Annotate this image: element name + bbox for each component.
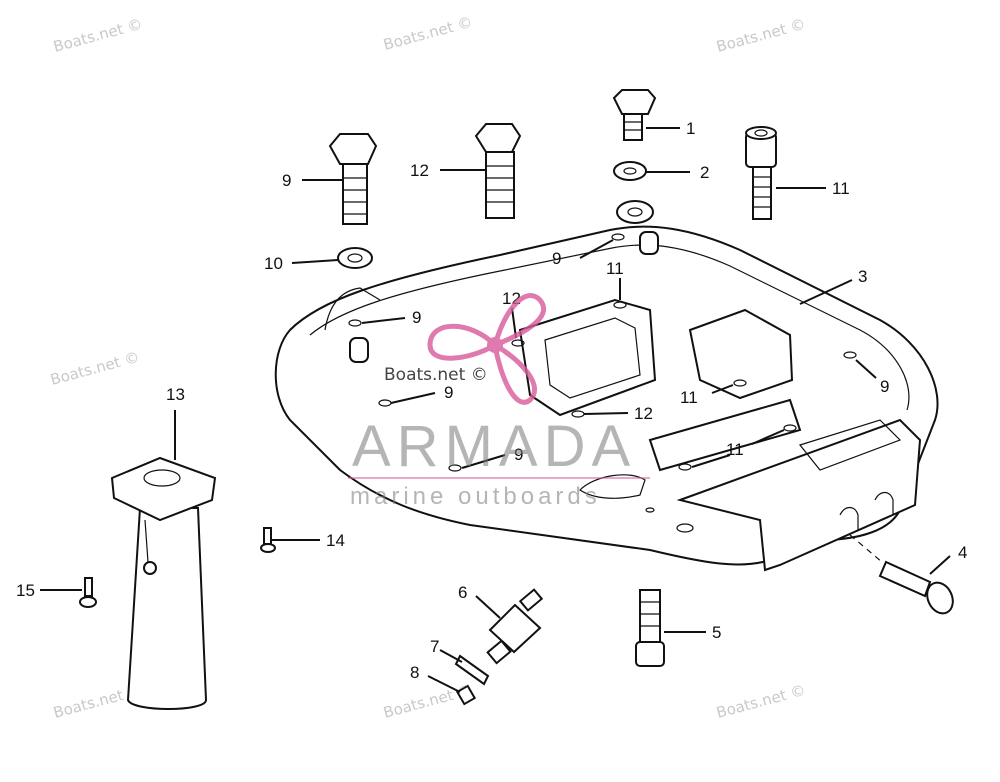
watermark-text: Boats.net © — [51, 15, 144, 56]
plate-label: 9 — [412, 308, 421, 327]
bolt-4 — [878, 560, 954, 615]
plug-8 — [455, 684, 477, 706]
washer-2 — [613, 161, 647, 181]
bolt-1 — [612, 89, 657, 141]
brand-watermark: Boats.net © ARMADA marine outboards — [348, 293, 650, 510]
screw-5 — [635, 589, 665, 667]
callout-9: 9 — [282, 171, 291, 190]
leader-lines — [40, 127, 951, 693]
watermark-text: Boats.net © — [381, 681, 474, 722]
callout-labels: 1 2 3 4 5 6 7 8 9 10 11 12 13 14 15 9 11… — [16, 119, 967, 682]
callout-13: 13 — [166, 385, 185, 404]
center-watermark-text: Boats.net © — [384, 365, 488, 385]
callout-4: 4 — [958, 543, 967, 562]
bolt-9 — [328, 133, 378, 225]
callout-15: 15 — [16, 581, 35, 600]
plate-label: 9 — [880, 377, 889, 396]
plate-label: 9 — [514, 445, 523, 464]
plate-label: 11 — [726, 440, 744, 459]
brand-tagline: marine outboards — [350, 483, 601, 510]
callout-1: 1 — [686, 119, 695, 138]
plate-label: 12 — [634, 404, 653, 423]
plate-label: 9 — [552, 249, 561, 268]
pin-7 — [454, 654, 490, 686]
callout-2: 2 — [700, 163, 709, 182]
watermark-text: Boats.net © — [48, 348, 141, 389]
plate-label: 11 — [606, 259, 624, 278]
nut-10 — [337, 247, 373, 269]
screw-15 — [79, 577, 97, 608]
watermark-text: Boats.net © — [714, 15, 807, 56]
brand-name: ARMADA — [352, 414, 636, 479]
plate-label: 9 — [444, 383, 453, 402]
callout-5: 5 — [712, 623, 721, 642]
propeller-logo — [427, 293, 546, 405]
callout-11: 11 — [832, 179, 850, 198]
plate-label: 11 — [680, 388, 698, 407]
watermark-text: Boats.net © — [714, 681, 807, 722]
callout-6: 6 — [458, 583, 467, 602]
exhaust-tube-13 — [110, 456, 217, 710]
bolt-12 — [474, 123, 522, 219]
callout-3: 3 — [858, 267, 867, 286]
socket-screw-11 — [745, 126, 777, 220]
callout-12: 12 — [410, 161, 429, 180]
callout-10: 10 — [264, 254, 283, 273]
adapter-plate — [274, 200, 939, 572]
screw-14 — [260, 527, 276, 553]
fitting-6 — [486, 588, 544, 665]
watermark-text: Boats.net © — [381, 13, 474, 54]
callout-14: 14 — [326, 531, 345, 550]
callout-8: 8 — [410, 663, 419, 682]
callout-7: 7 — [430, 637, 439, 656]
